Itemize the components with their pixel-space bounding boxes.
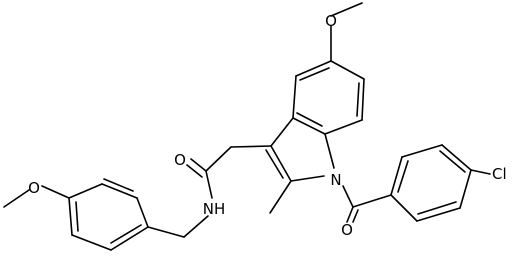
bond	[397, 160, 409, 193]
bond	[147, 226, 185, 238]
bond	[416, 207, 461, 222]
bond	[390, 156, 403, 196]
bond	[439, 150, 466, 173]
bond	[41, 185, 70, 199]
methoxy-oxygen-label: O	[325, 12, 337, 30]
bond	[290, 175, 325, 182]
bond	[361, 78, 365, 121]
bond	[3, 189, 30, 208]
bond	[71, 234, 112, 251]
bond	[136, 197, 149, 228]
bond	[441, 144, 472, 171]
bond	[352, 209, 359, 223]
bond	[417, 201, 457, 215]
bond	[265, 149, 284, 179]
bond	[324, 119, 363, 135]
bond	[230, 145, 272, 148]
chlorine-label: Cl	[492, 165, 507, 183]
bond	[356, 82, 360, 117]
methoxy-oxygen-label: O	[28, 179, 40, 197]
bond	[330, 2, 363, 17]
bond	[205, 146, 232, 172]
bond	[190, 158, 207, 172]
bond	[292, 117, 326, 135]
bonds	[3, 2, 491, 251]
carbonyl-oxygen-label: O	[174, 151, 186, 169]
bond	[270, 117, 294, 147]
bond	[68, 183, 103, 199]
bond	[401, 144, 443, 158]
bond	[75, 201, 79, 232]
benzoyl-oxygen-label: O	[341, 221, 353, 239]
bond	[342, 185, 354, 208]
bond	[459, 169, 472, 209]
bond	[270, 145, 292, 182]
bond	[68, 197, 73, 236]
bond	[390, 194, 418, 222]
bond	[103, 178, 134, 192]
bond	[186, 164, 203, 178]
bond	[330, 60, 365, 80]
amide-nitrogen-label: NH	[203, 200, 226, 218]
bond	[352, 194, 392, 208]
bond	[110, 226, 149, 251]
bond	[292, 75, 297, 119]
bond	[295, 60, 332, 77]
bond	[101, 183, 138, 199]
bond	[470, 169, 491, 175]
bond	[269, 180, 292, 214]
bond	[346, 206, 354, 223]
bond	[183, 215, 209, 238]
atom-labels: O O NH O N O Cl	[28, 12, 507, 239]
bond	[205, 170, 213, 199]
bond	[110, 224, 142, 244]
bond	[299, 67, 330, 81]
bond	[296, 112, 323, 127]
indole-nitrogen-label: N	[330, 171, 341, 189]
bond	[324, 133, 335, 169]
